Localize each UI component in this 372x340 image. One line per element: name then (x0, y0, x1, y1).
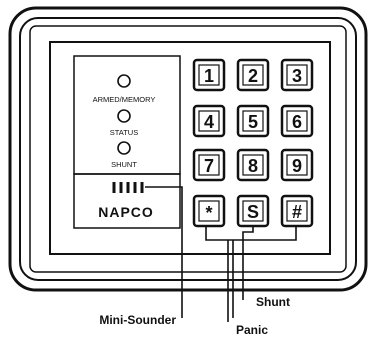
status-label: STATUS (110, 128, 138, 137)
key-2-label: 2 (248, 66, 258, 86)
shunt-leader (242, 226, 254, 300)
key-5-label: 5 (248, 112, 258, 132)
mini-sounder-leader (145, 186, 183, 318)
key-4-label: 4 (204, 112, 214, 132)
shunt-led-icon (117, 141, 131, 155)
panic-callout: Panic (236, 323, 268, 337)
housing-inner (19, 17, 357, 281)
indicator-window (73, 55, 181, 229)
key-8-label: 8 (248, 156, 258, 176)
key-star[interactable]: * (192, 194, 226, 228)
key-4[interactable]: 4 (192, 104, 226, 138)
key-8[interactable]: 8 (236, 148, 270, 182)
faceplate (29, 25, 347, 273)
armed-memory-led-icon (117, 74, 131, 88)
key-1-label: 1 (204, 66, 214, 86)
key-s[interactable]: S (236, 194, 270, 228)
mini-sounder-grille-icon (112, 182, 144, 193)
armed-memory-led: ARMED/MEMORY (93, 74, 156, 104)
key-2[interactable]: 2 (236, 58, 270, 92)
key-9[interactable]: 9 (280, 148, 314, 182)
status-led-icon (117, 109, 131, 123)
key-3-label: 3 (292, 66, 302, 86)
leader-lines (145, 186, 297, 322)
key-star-label: * (205, 203, 212, 223)
status-led: STATUS (110, 109, 138, 137)
panic-leader (205, 226, 297, 322)
key-6-label: 6 (292, 112, 302, 132)
key-7[interactable]: 7 (192, 148, 226, 182)
front-panel (49, 41, 331, 255)
mini-sounder-callout: Mini-Sounder (99, 313, 176, 327)
key-6[interactable]: 6 (280, 104, 314, 138)
brand-logo: NAPCO (98, 204, 154, 220)
shunt-label: SHUNT (111, 160, 137, 169)
key-7-label: 7 (204, 156, 214, 176)
key-hash-label: # (292, 202, 302, 222)
key-s-label: S (247, 202, 259, 222)
housing-outer (8, 6, 368, 292)
shunt-callout: Shunt (256, 295, 290, 309)
key-9-label: 9 (292, 156, 302, 176)
key-hash[interactable]: # (280, 194, 314, 228)
keypad-grid: 1 2 3 4 5 6 7 (192, 58, 314, 228)
armed-memory-label: ARMED/MEMORY (93, 95, 156, 104)
key-3[interactable]: 3 (280, 58, 314, 92)
key-5[interactable]: 5 (236, 104, 270, 138)
key-1[interactable]: 1 (192, 58, 226, 92)
shunt-led: SHUNT (111, 141, 137, 169)
